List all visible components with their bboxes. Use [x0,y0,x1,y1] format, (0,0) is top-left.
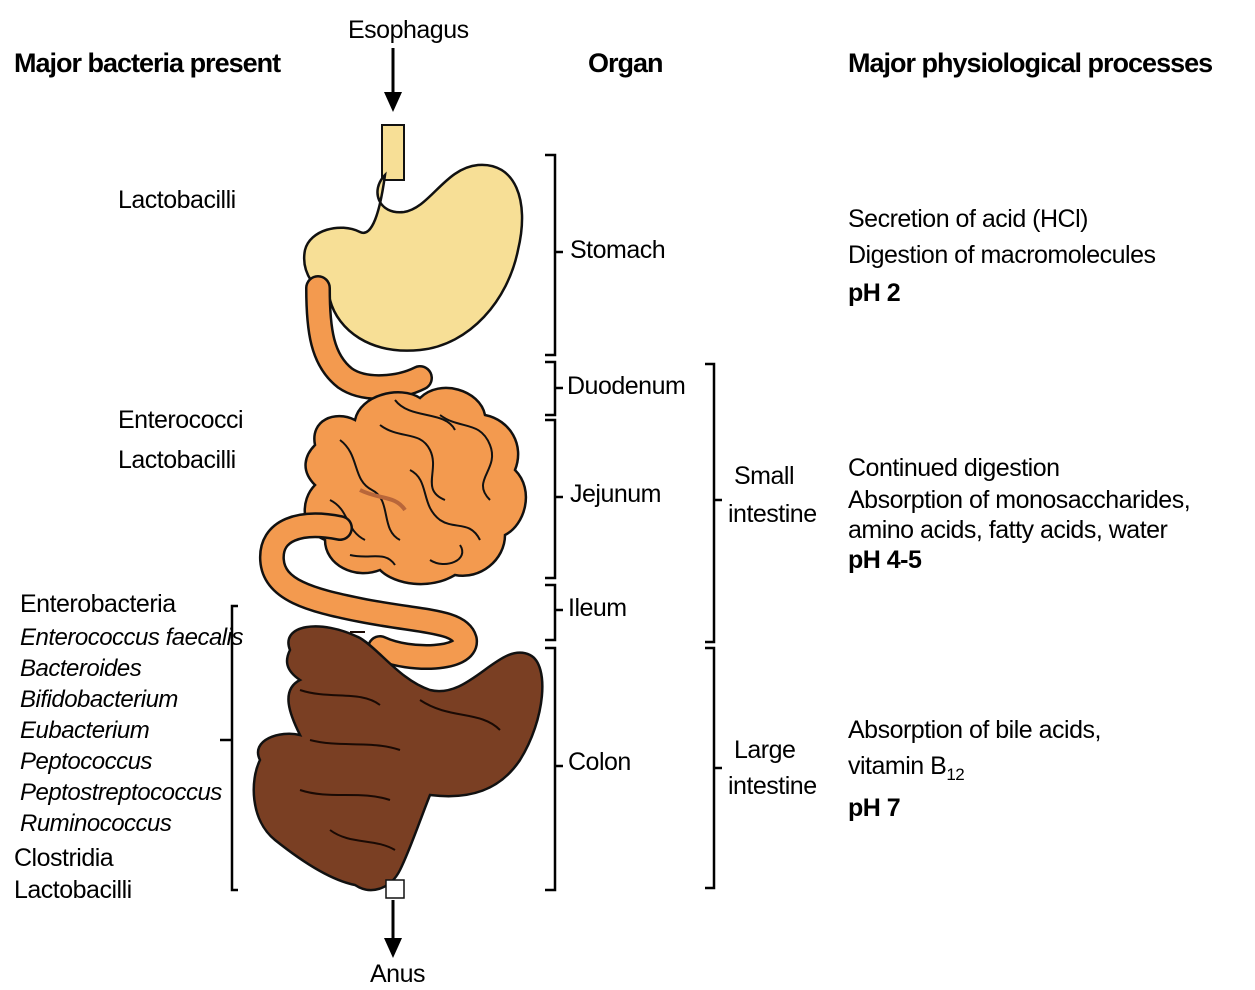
anus-arrow [384,900,402,958]
bacteria-colon-italic-2: Bacteroides [20,653,141,684]
organ-large-intestine-1: Large [734,736,795,765]
process-stomach-2: Digestion of macromolecules [848,239,1155,271]
bacteria-colon-lactobacilli: Lactobacilli [14,876,132,905]
process-large-intestine-ph: pH 7 [848,792,900,824]
process-small-intestine-2: Absorption of monosaccharides, [848,484,1190,516]
organ-jejunum: Jejunum [570,480,661,509]
process-stomach-ph: pH 2 [848,277,900,309]
bacteria-colon-italic-5: Peptococcus [20,746,152,777]
bacteria-colon-italic-7: Ruminococcus [20,808,171,839]
organ-small-intestine-2: intestine [728,500,817,529]
process-large-intestine-1: Absorption of bile acids, [848,714,1101,746]
bacteria-colon-italic-1: Enterococcus faecalis [20,622,243,653]
organ-small-intestine-1: Small [734,462,794,491]
process-large-intestine-2: vitamin B12 [848,750,964,791]
process-small-intestine-3: amino acids, fatty acids, water [848,514,1167,546]
bacteria-colon-enterobacteria: Enterobacteria [20,590,176,619]
esophagus-label: Esophagus [348,16,469,45]
organ-stomach: Stomach [570,236,665,265]
vitamin-b-subscript: 12 [946,765,964,784]
bacteria-small-intestine-1: Enterococci [118,406,243,435]
bacteria-stomach: Lactobacilli [118,186,236,215]
bacteria-small-intestine-2: Lactobacilli [118,446,236,475]
anus-label: Anus [370,960,425,989]
stomach-illustration [304,125,522,351]
bacteria-colon-italic-3: Bifidobacterium [20,684,178,715]
organ-duodenum: Duodenum [567,372,685,401]
process-small-intestine-1: Continued digestion [848,452,1060,484]
esophagus-arrow [384,48,402,112]
organ-colon: Colon [568,748,631,777]
vitamin-b-text: vitamin B [848,752,946,780]
process-stomach-1: Secretion of acid (HCl) [848,203,1088,235]
organ-ileum: Ileum [568,594,627,623]
process-small-intestine-ph: pH 4-5 [848,544,921,576]
bacteria-colon-italic-6: Peptostreptococcus [20,777,222,808]
organ-brackets [545,155,722,890]
organ-large-intestine-2: intestine [728,772,817,801]
bacteria-colon-clostridia: Clostridia [14,844,113,873]
bacteria-colon-italic-4: Eubacterium [20,715,149,746]
